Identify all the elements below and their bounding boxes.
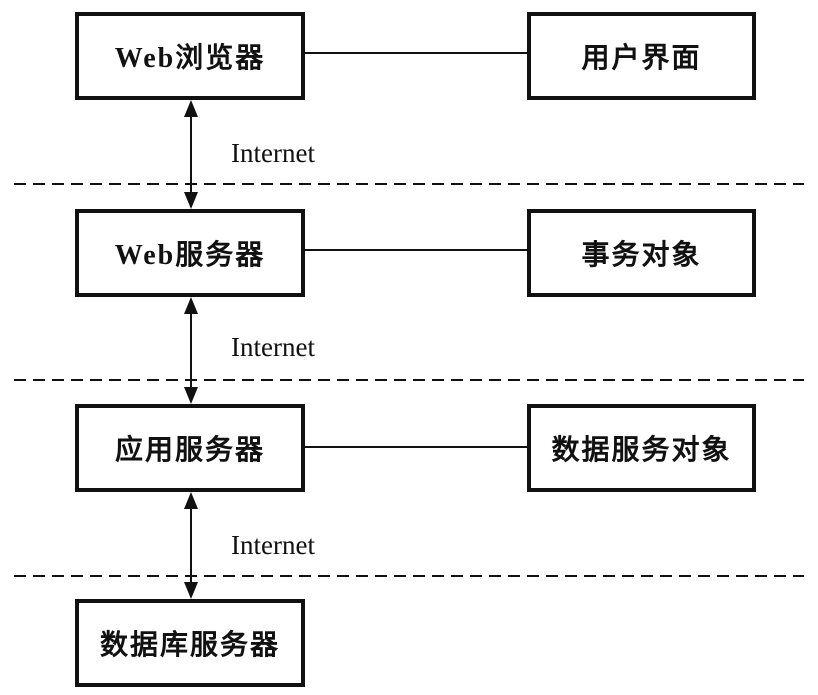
tier-separator-1 [14, 183, 804, 185]
arrowhead-down-icon [184, 582, 198, 599]
arrowhead-down-icon [184, 192, 198, 209]
node-data-service-object: 数据服务对象 [527, 404, 756, 492]
node-database-server: 数据库服务器 [75, 599, 305, 687]
arrow-shaft [190, 300, 192, 401]
node-web-server: Web服务器 [75, 209, 305, 297]
internet-label-1: Internet [231, 138, 315, 168]
connector-web-server-to-transaction-object [305, 249, 527, 251]
connector-app-server-to-data-service-object [305, 446, 527, 448]
internet-label-3: Internet [231, 530, 315, 560]
node-user-interface-label: 用户界面 [581, 43, 702, 74]
arrow-shaft [190, 495, 192, 596]
tier-separator-2 [14, 379, 804, 381]
tier-separator-3 [14, 575, 804, 577]
internet-label-2: Internet [231, 332, 315, 362]
internet-double-arrow-1 [183, 100, 199, 209]
node-app-server-label: 应用服务器 [114, 435, 265, 466]
internet-double-arrow-3 [183, 492, 199, 599]
node-web-browser: Web浏览器 [75, 12, 305, 100]
node-user-interface: 用户界面 [527, 12, 756, 100]
internet-double-arrow-2 [183, 297, 199, 404]
node-database-server-label: 数据库服务器 [99, 630, 280, 661]
node-web-server-label: Web服务器 [114, 240, 266, 271]
arrow-shaft [190, 103, 192, 206]
node-app-server: 应用服务器 [75, 404, 305, 492]
node-transaction-object: 事务对象 [527, 209, 756, 297]
arrowhead-down-icon [184, 387, 198, 404]
connector-web-browser-to-user-interface [305, 52, 527, 54]
node-data-service-object-label: 数据服务对象 [551, 435, 732, 466]
node-web-browser-label: Web浏览器 [114, 43, 266, 74]
node-transaction-object-label: 事务对象 [581, 240, 702, 271]
